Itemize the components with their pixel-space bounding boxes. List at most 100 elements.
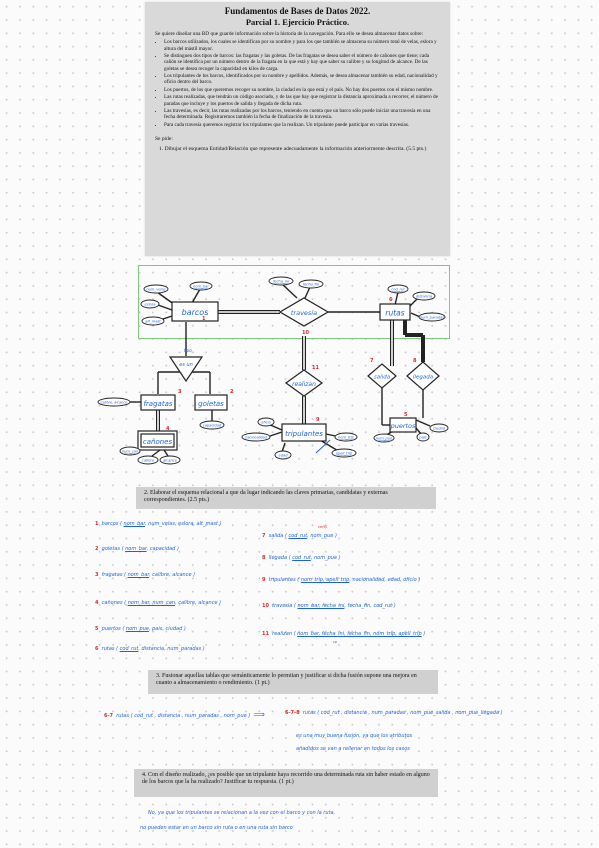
entity-fragatas [140,394,176,411]
svg-text:nom_trip: nom_trip [338,436,355,440]
requirement-item: Se distinguen dos tipos de barcos: las f… [164,53,440,72]
attr-eslora [140,299,160,309]
relation-realizan-label: realizan [292,381,316,388]
isa-label: es un [179,362,193,368]
svg-text:apell_trip: apell_trip [336,452,353,456]
relation-salida-label: salida [374,375,391,381]
attr-ciudad [429,423,449,433]
attr-alt-mast [141,316,165,326]
entity-tripulantes [281,423,327,442]
entity-goletas-label: goletas [198,400,224,408]
entity-puertos [389,417,417,433]
task-4: 4. Con el diseño realizado, ¿es posible … [134,769,438,797]
attr-apell-trip [331,448,357,458]
se-pide-label: Se pide: [155,136,173,143]
relational-row-2: 2 goletas ( nom_bar, capacidad ) [95,546,179,552]
relational-row-9: 9 tripulantes ( nom_trip, apell_trip, na… [262,577,421,583]
attr-capacidad [199,420,225,430]
attr-oficio [257,417,275,427]
attr-nacionalidad [241,432,271,442]
relational-row-4: 4 cañones ( nom_bar, num_can, calibre, a… [95,600,222,606]
svg-text:ciudad: ciudad [433,427,446,431]
svg-text:7: 7 [370,358,374,364]
svg-text:9: 9 [316,417,320,423]
er-diagram: barcos rutas fragatas goletas cañones tr… [97,276,449,465]
attr-nom-pue [373,433,395,443]
relational-row-1: 1 barcos ( nom_bar, num_velas, eslora, a… [95,521,222,527]
svg-text:pais: pais [418,436,426,440]
attr-alcance [159,455,181,465]
exam-statement: Fundamentos de Bases de Datos 2022. Parc… [145,2,450,256]
svg-text:distancia: distancia [416,295,432,299]
svg-text:fecha_fin: fecha_fin [303,283,320,287]
svg-text:1: 1 [202,316,206,322]
attr-calibre [137,455,159,465]
svg-text:6: 6 [389,297,393,303]
fusion-right: 6-7-8 rutas ( cod_rut , distancia , num_… [285,710,503,716]
svg-text:cod_rut: cod_rut [391,288,405,292]
svg-text:10: 10 [302,330,309,336]
attr-fecha-fin [298,279,324,289]
attr-nom-bar [189,281,213,291]
entity-barcos-label: barcos [182,308,209,317]
exam-subtitle: Parcial 1. Ejercicio Práctico. [245,17,350,27]
attr-num-can [119,446,141,456]
entity-rutas [379,303,411,321]
relational-row-10: 10 travesia ( nom_bar, fecha_ini, fecha_… [262,603,396,609]
entity-tripulantes-label: tripulantes [285,430,323,438]
svg-text:nom_pue: nom_pue [376,437,393,441]
relation-travesia [278,297,330,327]
relation-salida [367,363,397,389]
isa-triangle [168,356,204,383]
relation-llegada [406,361,440,391]
svg-text:oficio: oficio [261,421,271,425]
ce-marker: ce(6) [318,525,328,529]
relation-llegada-label: llegada [413,375,434,381]
exam-intro: Se quiere diseñar una BD que guarde info… [155,31,424,37]
svg-text:eslora: eslora [145,303,156,307]
answer-4-line-1: No, ya que los tripulantes se relacionan… [148,810,336,816]
svg-text:num_velas: num_velas [146,288,165,292]
relation-realizan [284,369,324,397]
svg-text:3: 3 [178,389,182,395]
requirement-item: Los barcos utilizados, los cuales se ide… [164,39,440,51]
relational-row-7: 7 salida ( cod_rut, nom_pue ) [262,533,337,539]
attr-nom-trip [334,432,358,442]
entity-canones-label: cañones [143,438,173,446]
requirement-item: Para cada travesía queremos registrar lo… [164,122,440,128]
relational-row-6: 6 rutas ( cod_rut, distancia, num_parada… [95,646,205,652]
attr-num-paradas [418,312,446,322]
cp-marker: cp [333,640,338,644]
entity-canones [140,433,175,448]
attr-num-velas [143,284,169,294]
svg-text:edad: edad [279,454,289,458]
entity-barcos [171,301,219,322]
relational-row-11: 11 realizan ( nom_bar, fecha_ini, fecha_… [262,631,426,637]
exam-title: Fundamentos de Bases de Datos 2022. [224,6,371,16]
svg-text:11: 11 [312,365,319,371]
svg-text:capacidad: capacidad [203,424,222,428]
entity-rutas-label: rutas [385,309,404,318]
requirement-item: Las travesías, es decir, las rutas reali… [164,108,440,120]
requirement-item: Los tripulantes de los barcos, identific… [164,73,440,85]
requirement-item: Las rutas realizadas, que tendrán un cód… [164,94,440,106]
svg-text:alt_mast: alt_mast [145,320,161,324]
svg-text:nom_bar: nom_bar [193,285,209,289]
svg-text:2: 2 [230,389,234,395]
fusion-note-1: es una muy buena fusión, ya que los atri… [296,733,413,739]
svg-text:num_can: num_can [122,450,139,454]
attr-calibre-alcance [97,397,131,407]
isa-type-label: tipo [184,348,192,353]
svg-text:4: 4 [166,426,170,432]
relational-row-5: 5 puertos ( nom_pue, pais, ciudad ) [95,626,186,632]
entity-puertos-label: puertos [390,422,416,430]
entity-goletas [194,394,228,411]
attr-pais [416,432,430,442]
relational-row-8: 8 llegada ( cod_rut, nom_pue ) [262,555,341,561]
attr-edad [274,450,292,460]
svg-text:nacionalidad: nacionalidad [245,436,267,440]
svg-text:calibre: calibre [142,459,155,463]
relational-row-3: 3 fragatas ( nom_bar, calibre, alcance ) [95,572,196,578]
attr-fecha-ini [268,276,294,286]
task-1: 1. Dibujar el esquema Entidad/Relación q… [159,146,427,153]
